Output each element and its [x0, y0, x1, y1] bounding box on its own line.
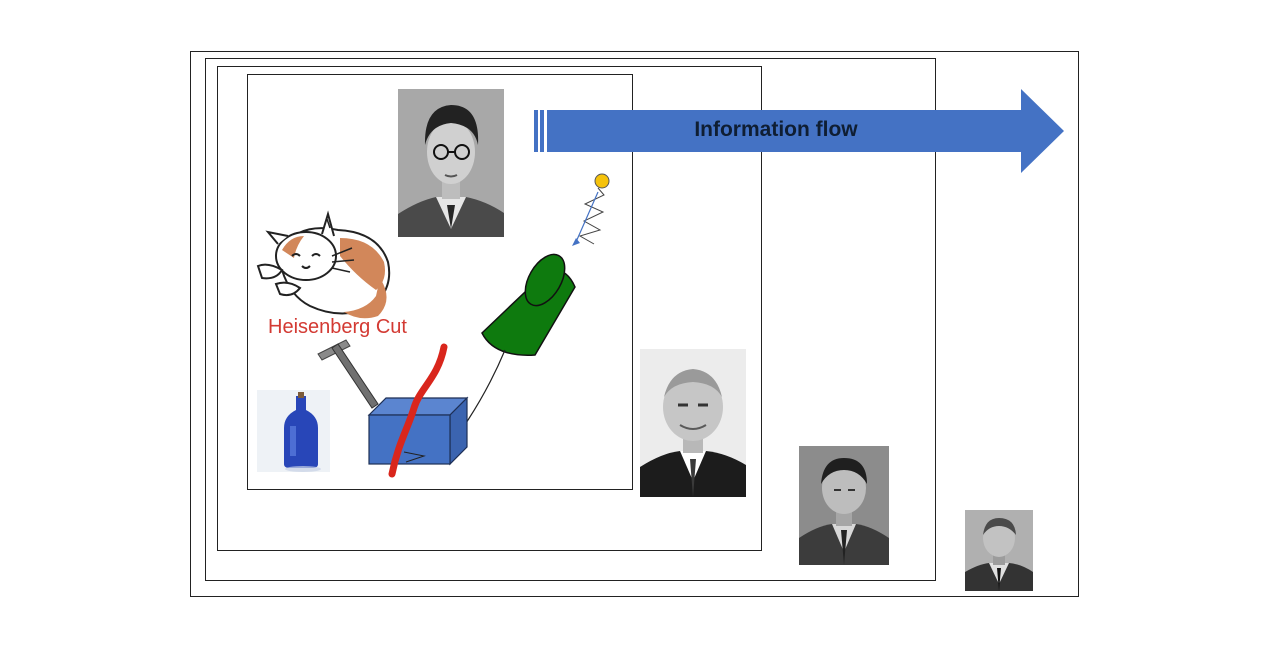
portrait-icon: [799, 446, 889, 565]
frame-level-3: [205, 58, 936, 581]
frame-level-2: [217, 66, 762, 551]
frame-level-1: [247, 74, 633, 490]
frame-level-4: [190, 51, 1079, 597]
portrait-icon: [398, 89, 504, 237]
portrait-icon: [965, 510, 1033, 591]
portrait-4: [965, 510, 1033, 591]
portrait-3: [799, 446, 889, 565]
portrait-1: [398, 89, 504, 237]
portrait-icon: [640, 349, 746, 497]
portrait-2: [640, 349, 746, 497]
